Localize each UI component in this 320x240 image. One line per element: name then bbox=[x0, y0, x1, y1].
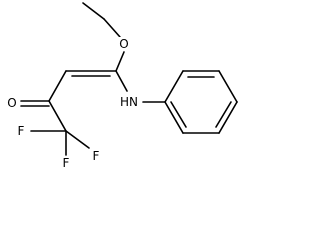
bond-c2-c3 bbox=[48, 70, 67, 102]
bond-c3-c4 bbox=[48, 100, 67, 132]
ring-double-2 bbox=[215, 101, 232, 128]
fluorine-3-label: F bbox=[93, 149, 100, 163]
ether-oxygen-label: O bbox=[119, 37, 128, 51]
bond-o-c1 bbox=[115, 51, 125, 72]
bond-ethyl-ch3-ch2 bbox=[82, 2, 105, 20]
amine-label: HN bbox=[120, 95, 138, 109]
bond-c1-n bbox=[115, 70, 128, 92]
ring-bond-4 bbox=[218, 101, 238, 134]
keto-oxygen-label: O bbox=[7, 96, 16, 110]
ring-bond-1 bbox=[164, 70, 184, 103]
bond-c4-f3 bbox=[65, 130, 90, 149]
amine-label-bg bbox=[116, 94, 142, 109]
fluorine-1-bg bbox=[15, 124, 27, 138]
chemical-structure: O HN O F F F bbox=[5, 2, 238, 170]
ring-double-3 bbox=[170, 101, 187, 128]
bond-ethyl-ch2-o bbox=[103, 18, 121, 38]
ring-bond-3 bbox=[218, 70, 238, 103]
keto-oxygen-bg bbox=[5, 96, 19, 111]
fluorine-2-bg bbox=[60, 156, 72, 170]
phenyl-ring bbox=[164, 70, 238, 134]
ring-bond-6 bbox=[164, 101, 184, 134]
fluorine-3-bg bbox=[90, 149, 102, 163]
ether-oxygen-bg bbox=[118, 37, 131, 51]
fluorine-2-label: F bbox=[63, 156, 70, 170]
fluorine-1-label: F bbox=[18, 124, 25, 138]
